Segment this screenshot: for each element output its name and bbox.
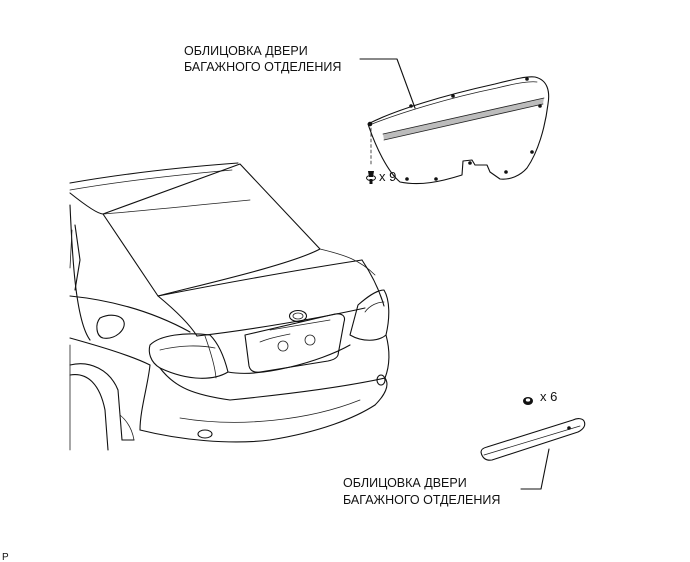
lower-trim-label-line1: ОБЛИЦОВКА ДВЕРИ — [343, 476, 467, 490]
upper-leader-line — [359, 58, 416, 109]
nut-icon — [523, 397, 533, 405]
trunk-lid-trim-board — [367, 76, 550, 185]
nut-quantity: x 6 — [540, 389, 557, 404]
upper-trim-label-line1: ОБЛИЦОВКА ДВЕРИ — [184, 44, 308, 58]
upper-trim-label-line2: БАГАЖНОГО ОТДЕЛЕНИЯ — [184, 60, 341, 74]
trim-clip-holes — [367, 77, 542, 181]
trunk-lid-garnish — [480, 418, 586, 461]
clip-icon — [366, 171, 376, 184]
lower-trim-label-line2: БАГАЖНОГО ОТДЕЛЕНИЯ — [343, 493, 500, 507]
lower-leader-line — [520, 448, 550, 490]
diagram-code: P — [2, 552, 9, 562]
vehicle-rear-view — [69, 162, 390, 451]
clip-quantity: x 9 — [379, 169, 396, 184]
